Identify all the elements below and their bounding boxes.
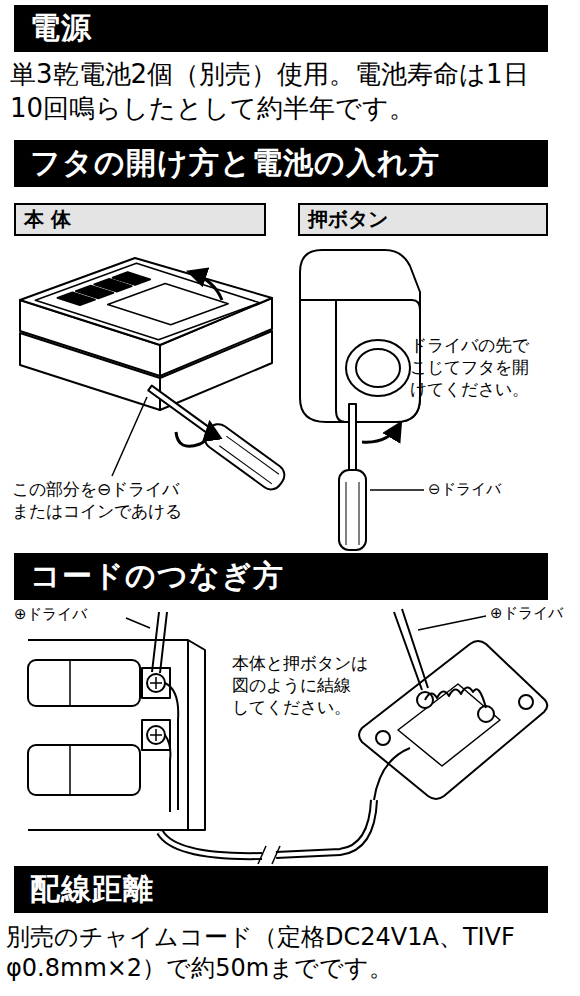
body-text: 別売のチャイムコード（定格DC24V1A、TIVF φ0.8mm×2）で約50m… xyxy=(6,922,576,984)
section-band: フタの開け方と電池の入れ方 xyxy=(14,140,548,187)
tool-callout: ⊕ドライバ xyxy=(490,604,576,624)
drawing-stroke xyxy=(69,745,71,795)
drawing-stroke xyxy=(147,726,165,744)
main-unit-figure xyxy=(20,258,289,494)
drawing-stroke xyxy=(112,397,147,476)
sub-heading-box: 押ボタン xyxy=(298,203,548,236)
drawing-stroke xyxy=(150,677,162,689)
drawing-stroke xyxy=(176,424,210,446)
instruction-note: この部分を⊖ドライバ またはコインであける xyxy=(12,478,262,522)
drawing-stroke xyxy=(165,735,170,812)
drawing-stroke xyxy=(148,386,212,435)
body-text: 単3乾電池2個（別売）使用。電池寿命は1日 10回鳴らしたとして約半年です。 xyxy=(10,58,576,126)
section-heading: フタの開け方と電池の入れ方 xyxy=(30,143,440,184)
drawing-stroke xyxy=(276,800,374,855)
drawing-stroke xyxy=(147,674,165,692)
drawing-stroke xyxy=(28,745,140,795)
drawing-stroke xyxy=(359,482,360,545)
push-button-figure xyxy=(300,250,424,550)
drawing-stroke xyxy=(272,846,280,864)
drawing-stroke xyxy=(108,284,229,325)
section-band: 電源 xyxy=(14,5,548,52)
drawing-stroke xyxy=(160,832,262,856)
drawing-stroke xyxy=(201,420,289,494)
drawing-stroke xyxy=(359,641,547,799)
sub-heading: 本 体 xyxy=(24,206,71,233)
sub-heading-box: 本 体 xyxy=(14,203,266,236)
drawing-stroke xyxy=(425,687,486,708)
drawing-stroke xyxy=(374,748,410,800)
section-heading: コードのつなぎ方 xyxy=(30,556,284,597)
wiring-figure xyxy=(28,609,547,864)
drawing-stroke xyxy=(276,800,374,855)
tool-callout: ⊕ドライバ xyxy=(14,605,134,625)
drawing-stroke xyxy=(152,612,167,673)
drawing-stroke xyxy=(160,832,262,856)
drawing-stroke xyxy=(20,258,272,345)
drawing-stroke xyxy=(398,684,500,766)
drawing-stroke xyxy=(346,340,410,396)
drawing-stroke xyxy=(300,250,420,422)
drawing-stroke xyxy=(219,446,272,484)
drawing-stroke xyxy=(394,609,428,690)
drawing-stroke xyxy=(349,404,356,472)
drawing-stroke xyxy=(190,272,222,300)
drawing-stroke xyxy=(339,470,366,550)
drawing-stroke xyxy=(258,846,266,864)
drawing-stroke xyxy=(226,436,279,474)
drawing-stroke xyxy=(69,660,71,706)
instruction-note: ドライバの先で こじてフタを開 けてください。 xyxy=(410,334,560,400)
section-heading: 配線距離 xyxy=(30,869,154,910)
drawing-stroke xyxy=(418,616,486,630)
drawing-stroke xyxy=(300,299,336,301)
drawing-stroke xyxy=(28,640,205,830)
sub-heading: 押ボタン xyxy=(308,206,388,233)
drawing-stroke xyxy=(150,729,162,741)
drawing-stroke xyxy=(346,482,347,545)
drawing-stroke xyxy=(165,683,178,810)
drawing-stroke xyxy=(376,731,390,745)
drawing-stroke xyxy=(126,618,150,628)
drawing-stroke xyxy=(519,695,533,709)
section-band: 配線距離 xyxy=(14,866,548,913)
instruction-note: 本体と押ボタンは 図のように結線 してください。 xyxy=(232,652,392,718)
tool-callout: ⊖ドライバ xyxy=(428,480,548,500)
drawing-stroke xyxy=(187,640,189,830)
drawing-stroke xyxy=(478,706,494,722)
drawing-stroke xyxy=(370,489,424,491)
drawing-stroke xyxy=(28,660,140,706)
section-heading: 電源 xyxy=(30,8,92,49)
drawing-stroke xyxy=(35,263,259,340)
drawing-stroke xyxy=(362,424,400,442)
drawing-stroke xyxy=(142,377,288,493)
drawing-stroke xyxy=(113,272,150,285)
drawing-stroke xyxy=(35,263,259,340)
drawing-stroke xyxy=(356,349,400,387)
section-band: コードのつなぎ方 xyxy=(14,553,548,600)
